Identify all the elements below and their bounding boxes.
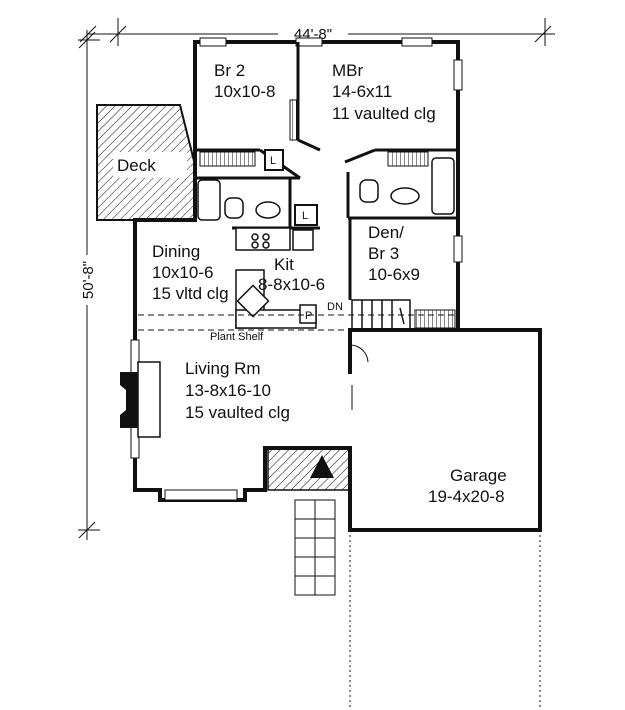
fireplace <box>120 361 161 438</box>
dining-name: Dining <box>152 242 200 261</box>
interior-walls <box>195 42 458 300</box>
den-name-2: Br 3 <box>368 244 399 263</box>
mbr-name: MBr <box>332 61 364 80</box>
living-note: 15 vaulted clg <box>185 403 290 422</box>
dining-note: 15 vltd clg <box>152 284 229 303</box>
linen-closet-label: L <box>302 210 308 222</box>
br2-size: 10x10-8 <box>214 82 275 101</box>
br2-name: Br 2 <box>214 61 245 80</box>
kit-size: 8-8x10-6 <box>258 275 325 294</box>
linen-closet-label-2: L <box>270 155 276 167</box>
plant-shelf-label: Plant Shelf <box>210 331 264 343</box>
depth-dimension: 50'-8" <box>80 261 97 299</box>
bath-fixtures <box>197 157 455 221</box>
door-swings <box>349 344 369 410</box>
stair-down-label: DN <box>327 301 343 313</box>
kit-name: Kit <box>274 255 294 274</box>
garage-size: 19-4x20-8 <box>428 487 505 506</box>
den-size: 10-6x9 <box>368 265 420 284</box>
kitchen-fixtures <box>235 227 317 329</box>
mbr-size: 14-6x11 <box>332 82 392 101</box>
deck-name: Deck <box>117 156 156 175</box>
garage-name: Garage <box>450 466 507 485</box>
pantry-label: P <box>305 310 312 322</box>
mbr-note: 11 vaulted clg <box>332 104 436 123</box>
walkway <box>294 499 336 596</box>
plant-shelf-line <box>138 314 458 331</box>
entry <box>267 447 351 491</box>
living-size: 13-8x16-10 <box>185 381 271 400</box>
living-name: Living Rm <box>185 359 261 378</box>
driveway <box>349 530 541 708</box>
den-name: Den/ <box>368 223 404 242</box>
closets <box>199 99 456 329</box>
dining-size: 10x10-6 <box>152 263 213 282</box>
